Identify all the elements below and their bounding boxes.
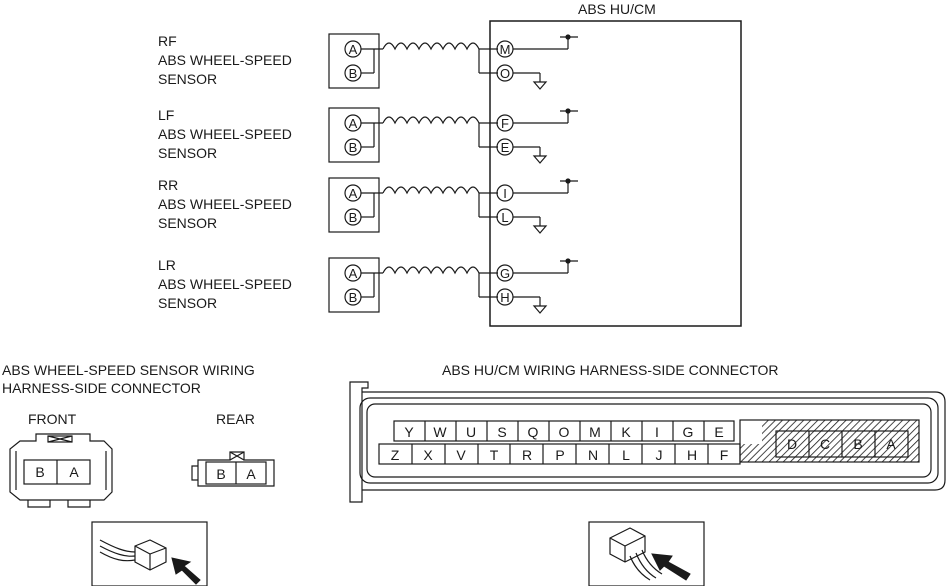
module-pin-n: N bbox=[588, 447, 598, 463]
module-pin-2: L bbox=[501, 210, 508, 225]
sensor-pin-b: B bbox=[349, 140, 358, 155]
module-connector-title: ABS HU/CM WIRING HARNESS-SIDE CONNECTOR bbox=[442, 362, 779, 378]
rear-pin-b: B bbox=[216, 466, 225, 482]
sensor-position-label: RF bbox=[158, 33, 177, 49]
connector-view-arrow-icon bbox=[588, 521, 705, 586]
sensor-connector-box bbox=[328, 177, 380, 233]
module-pin-b: B bbox=[853, 436, 862, 452]
module-pin-r: R bbox=[522, 447, 532, 463]
front-pin-b: B bbox=[35, 464, 44, 480]
module-pin-o: O bbox=[559, 424, 570, 440]
sensor-connector-title-2: HARNESS-SIDE CONNECTOR bbox=[2, 380, 201, 396]
module-pin-c: C bbox=[820, 436, 830, 452]
module-pin-1: F bbox=[501, 116, 509, 131]
sensor-pin-b: B bbox=[349, 290, 358, 305]
sensor-lf: LF ABS WHEEL-SPEED SENSOR A B F E bbox=[158, 107, 578, 164]
module-pin-g: G bbox=[683, 424, 694, 440]
sensor-pin-b: B bbox=[349, 210, 358, 225]
sensor-type-label: SENSOR bbox=[158, 215, 217, 231]
sensor-pin-a: A bbox=[349, 42, 358, 57]
module-pin-s: S bbox=[497, 424, 506, 440]
front-connector: B A bbox=[9, 433, 113, 508]
connector-view-arrow-icon bbox=[91, 521, 208, 586]
module-pin-2: O bbox=[500, 66, 510, 81]
module-connector: Y W U S Q O M K I G E Z X V T R P N L J … bbox=[349, 381, 946, 503]
ground-icon bbox=[532, 225, 548, 234]
twisted-pair-wire bbox=[382, 42, 480, 51]
sensor-name-label: ABS WHEEL-SPEED bbox=[158, 52, 292, 68]
module-pin-k: K bbox=[621, 424, 631, 440]
module-pin-q: Q bbox=[528, 424, 539, 440]
sensor-name-label: ABS WHEEL-SPEED bbox=[158, 276, 292, 292]
sensor-position-label: LF bbox=[158, 107, 174, 123]
sensor-connector-box bbox=[328, 107, 380, 163]
module-pin-l: L bbox=[622, 447, 630, 463]
sensor-rr: RR ABS WHEEL-SPEED SENSOR A B I L bbox=[158, 177, 578, 234]
front-label: FRONT bbox=[28, 411, 77, 427]
sensor-pin-a: A bbox=[349, 116, 358, 131]
module-pin-p: P bbox=[555, 447, 564, 463]
sensor-pin-b: B bbox=[349, 66, 358, 81]
module-pin-j: J bbox=[656, 447, 663, 463]
ground-icon bbox=[532, 155, 548, 164]
sensor-type-label: SENSOR bbox=[158, 295, 217, 311]
sensor-rf: RF ABS WHEEL-SPEED SENSOR A B M O bbox=[158, 33, 578, 90]
module-title: ABS HU/CM bbox=[578, 1, 656, 17]
module-pin-m: M bbox=[589, 424, 601, 440]
sensor-name-label: ABS WHEEL-SPEED bbox=[158, 126, 292, 142]
rear-label: REAR bbox=[216, 411, 255, 427]
module-pin-v: V bbox=[456, 447, 466, 463]
sensor-position-label: LR bbox=[158, 257, 176, 273]
ground-icon bbox=[532, 81, 548, 90]
module-pin-w: W bbox=[433, 424, 447, 440]
module-pin-e: E bbox=[714, 424, 723, 440]
module-pin-x: X bbox=[423, 447, 433, 463]
module-pin-1: G bbox=[500, 266, 510, 281]
sensor-name-label: ABS WHEEL-SPEED bbox=[158, 196, 292, 212]
module-pin-1: I bbox=[503, 186, 507, 201]
sensor-connector-box bbox=[328, 33, 380, 89]
rear-connector: B A bbox=[191, 451, 275, 487]
sensor-position-label: RR bbox=[158, 177, 178, 193]
ground-icon bbox=[532, 305, 548, 314]
module-pin-d: D bbox=[787, 436, 797, 452]
module-pin-1: M bbox=[500, 42, 511, 57]
module-pin-t: T bbox=[490, 447, 499, 463]
abs-module-box bbox=[489, 20, 742, 327]
twisted-pair-wire bbox=[382, 186, 480, 195]
sensor-type-label: SENSOR bbox=[158, 71, 217, 87]
module-pin-u: U bbox=[466, 424, 476, 440]
module-pin-y: Y bbox=[404, 424, 414, 440]
rear-pin-a: A bbox=[246, 466, 256, 482]
module-pin-2: H bbox=[500, 290, 509, 305]
sensor-connector-title-1: ABS WHEEL-SPEED SENSOR WIRING bbox=[2, 362, 255, 378]
module-pin-z: Z bbox=[391, 447, 400, 463]
module-pin-2: E bbox=[501, 140, 510, 155]
twisted-pair-wire bbox=[382, 116, 480, 125]
front-pin-a: A bbox=[69, 464, 79, 480]
sensor-pin-a: A bbox=[349, 186, 358, 201]
module-pin-a: A bbox=[886, 436, 896, 452]
sensor-lr: LR ABS WHEEL-SPEED SENSOR A B G H bbox=[158, 257, 578, 314]
sensor-pin-a: A bbox=[349, 266, 358, 281]
sensor-connector-box bbox=[328, 257, 380, 313]
module-pin-h: H bbox=[687, 447, 697, 463]
module-pin-f: F bbox=[720, 447, 729, 463]
sensor-type-label: SENSOR bbox=[158, 145, 217, 161]
module-pin-i: I bbox=[655, 424, 659, 440]
twisted-pair-wire bbox=[382, 266, 480, 275]
